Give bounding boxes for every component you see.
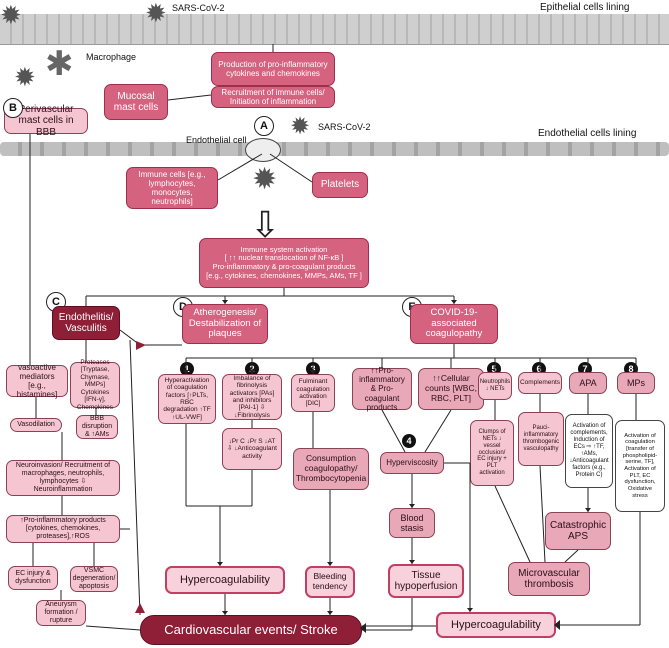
vsmc-box: VSMC degeneration/ apoptosis: [70, 566, 118, 592]
neutrophils-nets-box: Neutrophils ↓ NETs: [478, 372, 512, 400]
ec-injury-box: EC injury & dysfunction: [8, 566, 58, 590]
recruitment-box: Recruitment of immune cells/ Initiation …: [211, 86, 335, 108]
bleeding-tendency-box: Bleeding tendency: [305, 566, 355, 598]
proinflammatory-products-box: ↑Pro-inflammatory products [cytokines, c…: [6, 515, 120, 543]
number-4: 4: [402, 434, 416, 448]
letter-b: B: [3, 98, 23, 118]
virus-icon: ✹: [145, 0, 167, 28]
pauci-box: Pauci-inflammatory thrombogenic vasculop…: [518, 412, 564, 466]
catastrophic-aps-box: Catastrophic APS: [545, 512, 611, 550]
blood-stasis-box: Blood stasis: [389, 508, 435, 538]
endothelitis-box: Endothelitis/ Vasculitis: [52, 306, 120, 340]
endothelial-lining-label: Endothelial cells lining: [538, 128, 637, 139]
virus-icon: ✹: [0, 0, 22, 30]
tissue-hypoperfusion-box: Tissue hypoperfusion: [388, 564, 464, 598]
endothelial-cell-label: Endothelial cell: [186, 135, 247, 145]
hypercoagulability-left-box: Hypercoagulability: [165, 566, 285, 594]
n2-box: Imbalance of fibrinolysis activators [PA…: [222, 374, 282, 420]
neuroinvasion-box: Neuroinvasion/ Recruitment of macrophage…: [6, 460, 120, 496]
cardiovascular-events-box: Cardiovascular events/ Stroke: [140, 615, 362, 645]
epithelial-lining: [0, 14, 669, 45]
proteases-box: Proteases [Tryptase, Chymase, MMPs] Cyto…: [70, 359, 120, 411]
immune-activation-nfkb: [ ↑↑ nuclear translocation of NF-κB ]: [224, 253, 344, 263]
complements-box: Complements: [518, 372, 562, 394]
platelets-box: Platelets: [312, 172, 368, 198]
production-box: Production of pro-inflammatory cytokines…: [211, 52, 335, 86]
immune-activation-products: Pro-inflammatory & pro-coagulant product…: [206, 262, 362, 280]
covid-coagulopathy-box: COVID-19-associated coagulopathy: [410, 304, 498, 344]
macrophage-icon: ✱: [45, 45, 74, 83]
cellular-counts-box: ↑↑Cellular counts [WBC, RBC, PLT]: [418, 368, 484, 410]
sars-cov-2-mid-label: SARS-CoV-2: [318, 122, 371, 132]
vasoactive-box: vasoactive mediators [e.g., histamines]: [6, 363, 68, 399]
mps-box: MPs: [617, 372, 655, 394]
n1-box: Hyperactivation of coagulation factors […: [158, 374, 216, 424]
letter-a: A: [254, 116, 274, 136]
apa-detail-box: Activation of complements, Induction of …: [565, 414, 613, 488]
mucosal-mast-cells-box: Mucosal mast cells: [104, 84, 168, 120]
macrophage-label: Macrophage: [86, 52, 137, 62]
apa-box: APA: [569, 372, 607, 394]
immune-activation-box: Immune system activation [ ↑↑ nuclear tr…: [199, 238, 369, 288]
hypercoagulability-right-box: Hypercoagulability: [436, 612, 556, 638]
vasodilation-box: Vasodilation: [10, 418, 62, 432]
hyperviscosity-box: Hyperviscosity: [380, 452, 444, 474]
virus-icon: ✹: [252, 163, 278, 196]
endothelial-cell-icon: [245, 138, 281, 162]
immune-cells-box: Immune cells [e.g., lymphocytes, monocyt…: [126, 167, 218, 209]
clumps-box: Clumps of NETs ↓ vessel occlusion/ EC in…: [470, 420, 514, 486]
epithelial-label: Epithelial cells lining: [540, 2, 630, 13]
aneurysm-box: Aneurysm formation / rupture: [36, 600, 86, 626]
n3-box: Fulminant coagulation activation [DIC]: [291, 374, 335, 412]
endothelial-lining: [0, 142, 669, 156]
virus-icon: ✹: [290, 113, 311, 140]
sars-cov-2-top-label: SARS-CoV-2: [172, 3, 225, 13]
mps-detail-box: Activation of coagulation [transfer of p…: [615, 420, 665, 512]
n2b-box: ↓Pr C ↓Pr S ↓AT ⇩ ↓Anticoagulant activit…: [222, 428, 282, 470]
bbb-box: BBB disruption & ↑AMs: [76, 415, 118, 439]
proinflam-procoag-box: ↑↑Pro-inflammatory & Pro-coagulant produ…: [352, 366, 412, 412]
virus-icon: ✹: [14, 62, 36, 92]
microvascular-thrombosis-box: Microvascular thrombosis: [508, 562, 590, 596]
immune-activation-title: Immune system activation: [240, 244, 328, 254]
consumption-box: Consumption coagulopathy/ Thrombocytopen…: [293, 448, 369, 490]
atherogenesis-box: Atherogenesis/ Destabilization of plaque…: [182, 304, 268, 344]
number-1: 1: [180, 362, 194, 376]
